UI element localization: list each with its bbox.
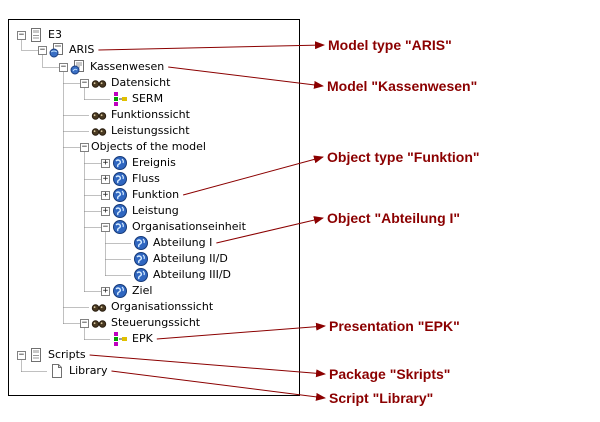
- tree-node-label: Leistung: [132, 204, 179, 217]
- tree-node-label: Abteilung II/D: [153, 252, 228, 265]
- tree-node-ziel[interactable]: Ziel: [112, 283, 152, 299]
- tree-node-label: Organisationseinheit: [132, 220, 246, 233]
- annotation-arrow-model-type: [98, 41, 325, 51]
- tree-node-leistung[interactable]: Leistung: [112, 203, 179, 219]
- tree-node-label: Ziel: [132, 284, 153, 297]
- annotation-presentation: Presentation "EPK": [329, 318, 460, 334]
- view-glasses-icon: [91, 299, 107, 315]
- tree-node-label: Organisationssicht: [111, 300, 214, 313]
- view-glasses-icon: [91, 75, 107, 91]
- globe-icon: [112, 219, 128, 235]
- tree-node-label: Ereignis: [132, 156, 176, 169]
- tree-node-label: Fluss: [132, 172, 160, 185]
- model-type-icon: [49, 42, 65, 58]
- annotation-object-type: Object type "Funktion": [327, 149, 480, 165]
- globe-icon: [112, 155, 128, 171]
- tree-node-label: Steuerungssicht: [111, 316, 201, 329]
- tree-node-funktion[interactable]: Funktion: [112, 187, 179, 203]
- tree-node-label: Funktion: [132, 188, 180, 201]
- expand-icon[interactable]: +: [101, 158, 110, 168]
- tree-node-abteilung2[interactable]: Abteilung II/D: [133, 251, 228, 267]
- tree-node-leistungssicht[interactable]: Leistungssicht: [91, 123, 190, 139]
- tree-node-scripts[interactable]: Scripts: [28, 347, 86, 363]
- tree-connector-lines: [21, 40, 132, 372]
- document-icon: [28, 347, 44, 363]
- annotation-object: Object "Abteilung I": [327, 210, 461, 226]
- annotation-arrow-presentation: [156, 322, 326, 340]
- globe-icon: [133, 235, 149, 251]
- expand-icon[interactable]: +: [101, 286, 110, 296]
- tree-node-serm[interactable]: SERM: [112, 91, 163, 107]
- tree-node-objects[interactable]: Objects of the model: [87, 139, 206, 155]
- collapse-icon[interactable]: −: [17, 350, 26, 360]
- view-glasses-icon: [91, 107, 107, 123]
- presentation-icon: [112, 91, 128, 107]
- view-glasses-icon: [91, 123, 107, 139]
- collapse-icon[interactable]: −: [80, 78, 89, 88]
- expand-icon[interactable]: +: [101, 174, 110, 184]
- annotation-arrow-package: [89, 354, 326, 378]
- collapse-icon[interactable]: −: [17, 30, 26, 40]
- expand-icon[interactable]: +: [101, 206, 110, 216]
- tree-node-label: E3: [48, 28, 62, 41]
- tree-node-organisationseinheit[interactable]: Organisationseinheit: [112, 219, 246, 235]
- tree-node-label: Funktionssicht: [111, 108, 190, 121]
- tree-node-fluss[interactable]: Fluss: [112, 171, 160, 187]
- tree-node-aris[interactable]: ARIS: [49, 42, 94, 58]
- tree-node-label: Abteilung III/D: [153, 268, 232, 281]
- annotation-model: Model "Kassenwesen": [327, 78, 478, 94]
- annotation-script: Script "Library": [329, 390, 434, 406]
- tree-node-datensicht[interactable]: Datensicht: [91, 75, 170, 91]
- globe-icon: [112, 171, 128, 187]
- globe-icon: [133, 251, 149, 267]
- tree-node-ereignis[interactable]: Ereignis: [112, 155, 176, 171]
- tree-node-label: SERM: [132, 92, 164, 105]
- globe-icon: [112, 283, 128, 299]
- annotation-model-type: Model type "ARIS": [328, 37, 452, 53]
- tree-node-kassenwesen[interactable]: Kassenwesen: [70, 59, 164, 75]
- collapse-icon[interactable]: −: [101, 222, 110, 232]
- annotation-package: Package "Skripts": [329, 366, 451, 382]
- globe-icon: [133, 267, 149, 283]
- annotation-arrow-script: [111, 370, 326, 401]
- page-icon: [49, 363, 65, 379]
- globe-icon: [112, 187, 128, 203]
- globe-icon: [112, 203, 128, 219]
- expand-icon[interactable]: +: [101, 190, 110, 200]
- tree-node-abteilung1[interactable]: Abteilung I: [133, 235, 212, 251]
- annotation-arrow-object: [216, 216, 324, 244]
- tree-node-label: Objects of the model: [91, 140, 206, 153]
- tree-node-label: EPK: [132, 332, 153, 345]
- tree-node-label: Scripts: [48, 348, 86, 361]
- annotation-arrow-model: [168, 66, 324, 89]
- tree-node-label: Abteilung I: [153, 236, 213, 249]
- annotation-arrow-object-type: [182, 155, 324, 196]
- model-icon: [70, 59, 86, 75]
- collapse-icon[interactable]: −: [80, 318, 89, 328]
- tree-node-library[interactable]: Library: [49, 363, 107, 379]
- collapse-icon[interactable]: −: [59, 62, 68, 72]
- view-glasses-icon: [91, 315, 107, 331]
- tree-node-label: Library: [69, 364, 108, 377]
- tree-node-label: Leistungssicht: [111, 124, 190, 137]
- presentation-icon: [112, 331, 128, 347]
- tree-node-organisationssicht[interactable]: Organisationssicht: [91, 299, 213, 315]
- collapse-icon[interactable]: −: [80, 142, 89, 152]
- collapse-icon[interactable]: −: [38, 45, 47, 55]
- tree-node-label: Datensicht: [111, 76, 171, 89]
- tree-node-funktionssicht[interactable]: Funktionssicht: [91, 107, 190, 123]
- tree-node-label: Kassenwesen: [90, 60, 165, 73]
- tree-node-abteilung3[interactable]: Abteilung III/D: [133, 267, 231, 283]
- tree-node-steuerungssicht[interactable]: Steuerungssicht: [91, 315, 200, 331]
- tree-node-epk[interactable]: EPK: [112, 331, 153, 347]
- document-icon: [28, 27, 44, 43]
- tree-node-e3[interactable]: E3: [28, 27, 62, 43]
- tree-node-label: ARIS: [69, 43, 95, 56]
